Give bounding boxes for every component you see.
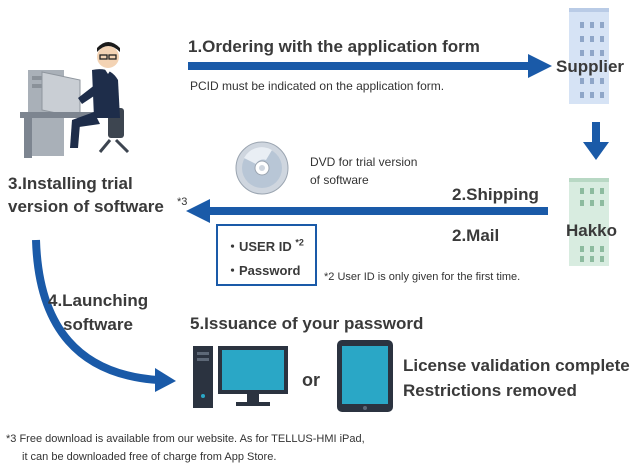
user-id-label: ・USER ID (226, 239, 292, 254)
step-launching-line2: software (63, 315, 133, 334)
supplier-label: Supplier (556, 57, 625, 76)
credentials-box: ・USER ID *2 ・Password (216, 224, 317, 286)
shipping-arrow (186, 199, 548, 223)
step-ordering-title: 1.Ordering with the application form (188, 37, 480, 56)
office-worker-icon (20, 42, 130, 158)
password-item: ・Password (226, 263, 301, 278)
result-line2: Restrictions removed (403, 381, 577, 400)
or-label: or (302, 370, 320, 390)
desktop-pc-icon (193, 346, 288, 408)
step-shipping-title: 2.Shipping (452, 185, 539, 204)
ordering-arrow (188, 54, 552, 78)
step-installing-line1: 3.Installing trial (8, 174, 133, 193)
building-icon (569, 178, 609, 266)
ordering-note: PCID must be indicated on the applicatio… (190, 79, 445, 93)
hakko-label: Hakko (566, 221, 618, 240)
launching-arrow (32, 239, 176, 392)
userid-note: *2 User ID is only given for the first t… (324, 271, 521, 283)
installing-footnote-ref: *3 (177, 196, 188, 208)
dvd-note-line1: DVD for trial version (310, 155, 418, 169)
step-mail-title: 2.Mail (452, 226, 500, 245)
dvd-note-line2: of software (310, 173, 369, 187)
result-line1: License validation complete (403, 356, 630, 375)
step-launching-line1: 4.Launching (48, 291, 149, 310)
building-icon (569, 8, 609, 104)
footnote-line2: it can be downloaded free of charge from… (22, 451, 277, 463)
dvd-disc-icon (235, 141, 289, 195)
supplier-to-hakko-arrow (583, 122, 609, 160)
tablet-icon (337, 340, 393, 412)
step-issuance-title: 5.Issuance of your password (190, 314, 424, 333)
footnote-line1: *3 Free download is available from our w… (6, 433, 365, 445)
user-id-item: ・USER ID *2 (226, 236, 304, 255)
step-installing-line2: version of software (8, 197, 164, 216)
user-id-footnote-ref: *2 (295, 237, 304, 248)
